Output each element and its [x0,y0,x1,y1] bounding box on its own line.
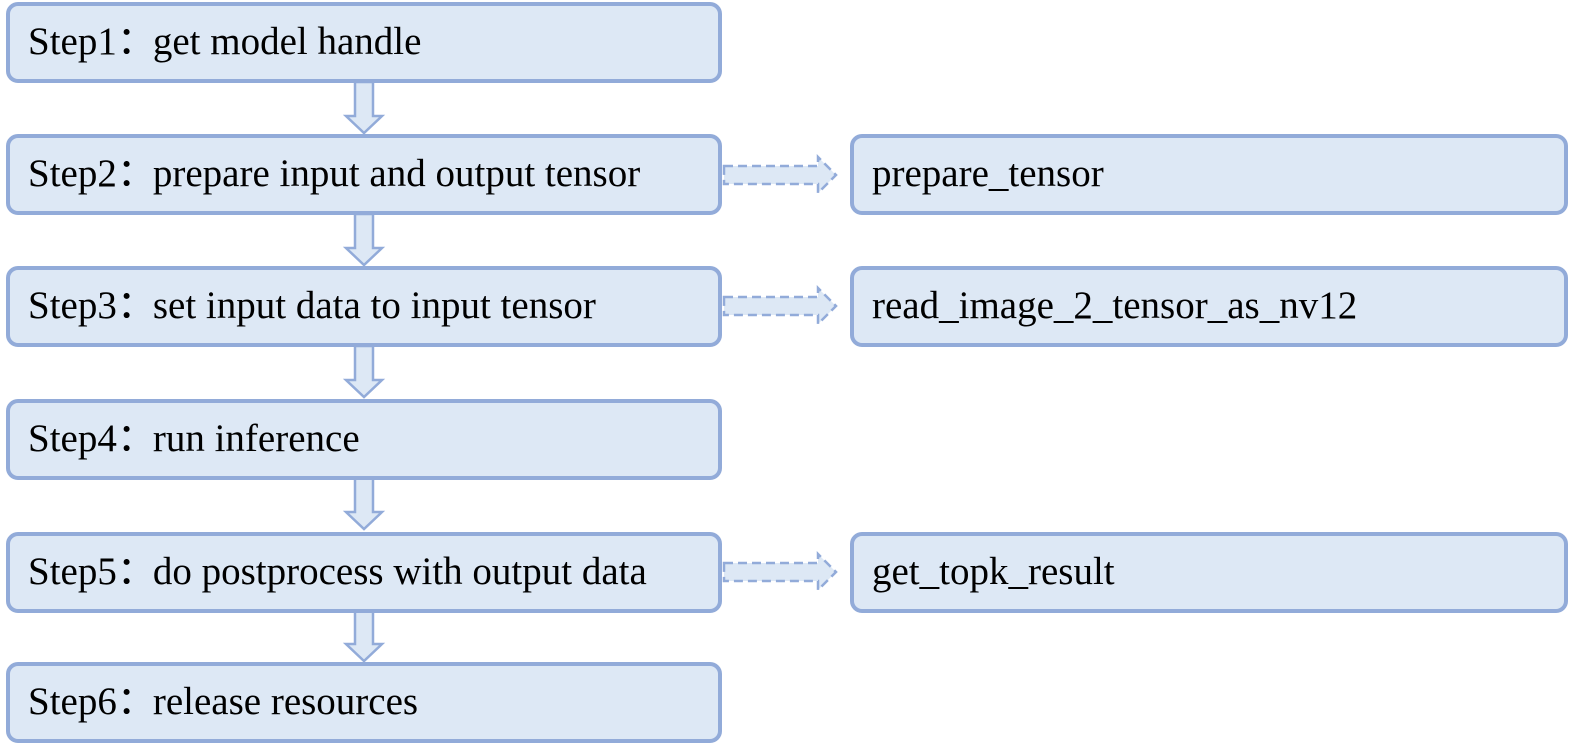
step5-text: do postprocess with output data [152,550,647,593]
step4-box: Step4：run inference [6,399,722,480]
down-arrow-step5-step6 [342,608,386,663]
step1-label: Step1 [28,20,117,63]
step1-box: Step1：get model handle [6,2,722,83]
down-arrow-step4-step5 [342,476,386,531]
down-arrow-step3-step4 [342,344,386,399]
step1-separator: ： [116,20,156,63]
step1-text: get model handle [152,20,422,63]
func-get-topk-text: get_topk_result [872,550,1115,593]
step6-box: Step6：release resources [6,662,722,743]
down-arrow-step2-step3 [342,212,386,267]
func-box-prepare-tensor: prepare_tensor [850,134,1568,215]
step6-text: release resources [152,680,419,723]
func-box-read-image: read_image_2_tensor_as_nv12 [850,266,1568,347]
step6-label: Step6 [28,680,117,723]
func-prepare-tensor-text: prepare_tensor [872,152,1104,195]
step5-separator: ： [116,550,156,593]
func-read-image-text: read_image_2_tensor_as_nv12 [872,284,1358,327]
step4-separator: ： [116,417,156,460]
right-arrow-step2-func [722,153,838,197]
step2-separator: ： [116,152,156,195]
step3-text: set input data to input tensor [152,284,596,327]
step2-text: prepare input and output tensor [152,152,641,195]
step3-label: Step3 [28,284,117,327]
step2-label: Step2 [28,152,117,195]
step2-box: Step2：prepare input and output tensor [6,134,722,215]
step6-separator: ： [116,680,156,723]
step3-separator: ： [116,284,156,327]
down-arrow-step1-step2 [342,80,386,135]
step5-box: Step5：do postprocess with output data [6,532,722,613]
step5-label: Step5 [28,550,117,593]
right-arrow-step3-func [722,284,838,328]
right-arrow-step5-func [722,550,838,594]
step3-box: Step3：set input data to input tensor [6,266,722,347]
func-box-get-topk: get_topk_result [850,532,1568,613]
step4-label: Step4 [28,417,117,460]
step4-text: run inference [152,417,360,460]
